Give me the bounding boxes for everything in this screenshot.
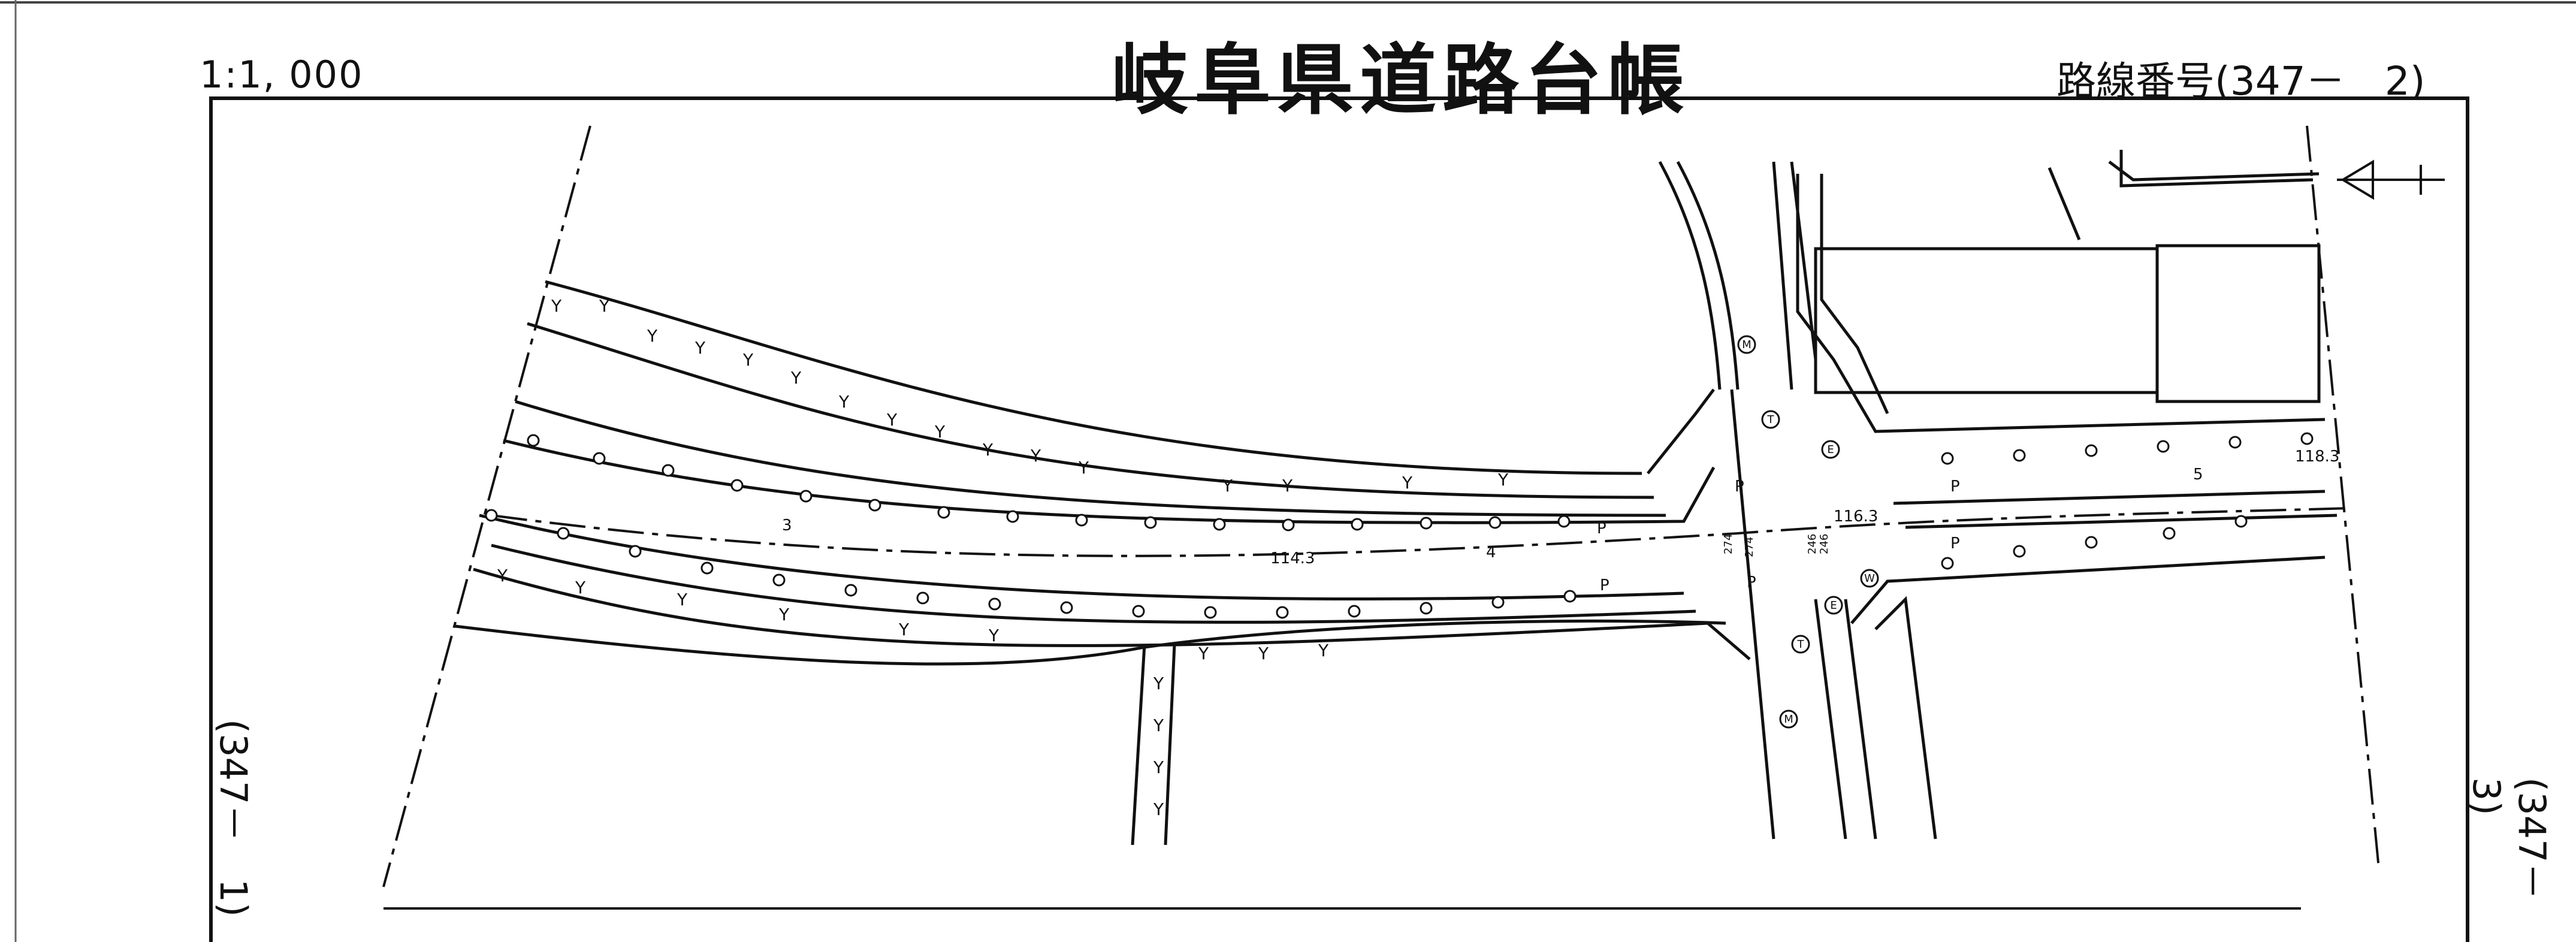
elevation-label: 116.3 (1834, 508, 1878, 526)
svg-text:Y: Y (988, 626, 999, 645)
manhole-icon (1779, 709, 1798, 729)
svg-text:T: T (1767, 413, 1775, 426)
svg-text:W: W (1864, 572, 1875, 585)
north-arrow-icon (2337, 159, 2445, 200)
pole-label: P (1597, 520, 1606, 538)
svg-text:Y: Y (1153, 674, 1164, 693)
water-icon (1860, 569, 1879, 588)
svg-text:Y: Y (677, 590, 688, 609)
svg-text:Y: Y (1030, 446, 1041, 466)
station-label: 5 (2193, 466, 2203, 484)
pole-label: P (1600, 576, 1609, 594)
svg-text:E: E (1827, 443, 1834, 456)
svg-text:M: M (1742, 339, 1751, 351)
manhole-icon (1737, 335, 1756, 354)
svg-text:Y: Y (1497, 470, 1509, 490)
edge-markers (485, 432, 2314, 619)
svg-text:Y: Y (1153, 757, 1164, 777)
electric-icon (1821, 440, 1840, 459)
scale-label: 1:1, 000 (200, 53, 364, 96)
pole-label: P (1747, 573, 1756, 591)
svg-text:Y: Y (1222, 476, 1233, 496)
svg-text:Y: Y (1282, 476, 1293, 496)
offset-label: 246 (1818, 534, 1831, 554)
svg-text:Y: Y (934, 422, 946, 442)
road-centerline (491, 507, 2349, 557)
page-title: 岐阜県道路台帳 (1112, 36, 1691, 125)
svg-text:T: T (1797, 638, 1805, 651)
station-label: 3 (782, 517, 792, 535)
svg-text:Y: Y (694, 338, 706, 358)
svg-text:Y: Y (898, 620, 910, 639)
pole-label: P (1950, 478, 1960, 496)
svg-text:Y: Y (497, 566, 508, 585)
svg-text:Y: Y (838, 392, 850, 412)
svg-text:M: M (1784, 713, 1793, 726)
elevation-label: 118.3 (2295, 448, 2339, 466)
svg-text:Y: Y (1258, 644, 1269, 663)
svg-text:Y: Y (778, 605, 790, 624)
svg-text:Y: Y (982, 440, 993, 460)
offset-label: 274 (1722, 534, 1735, 554)
svg-text:Y: Y (1153, 799, 1164, 819)
tree-symbols: Y Y Y Y Y Y Y Y Y Y Y Y Y Y Y Y Y Y Y Y … (497, 296, 1509, 819)
svg-text:Y: Y (575, 578, 586, 597)
pole-label: P (1735, 478, 1744, 496)
offset-label: 246 (1806, 534, 1819, 554)
svg-text:Y: Y (1153, 715, 1164, 735)
boundary-line-left (382, 125, 591, 887)
electric-icon (1824, 596, 1843, 615)
svg-text:E: E (1830, 599, 1837, 612)
svg-text:Y: Y (1198, 644, 1209, 663)
offset-label: 274 (1743, 537, 1756, 557)
svg-text:Y: Y (742, 350, 754, 370)
svg-text:Y: Y (886, 410, 898, 430)
elevation-label: 114.3 (1270, 550, 1315, 567)
svg-text:Y: Y (551, 296, 562, 316)
svg-text:Y: Y (790, 368, 802, 388)
map-frame (209, 96, 2469, 942)
svg-text:Y: Y (599, 296, 610, 316)
telephone-icon (1791, 635, 1810, 654)
station-label: 4 (1486, 544, 1496, 561)
boundary-line-right (2306, 125, 2380, 869)
svg-text:Y: Y (1402, 473, 1413, 493)
svg-text:Y: Y (1078, 458, 1089, 478)
svg-text:Y: Y (1318, 641, 1329, 660)
svg-text:Y: Y (647, 326, 658, 346)
pole-label: P (1950, 535, 1960, 552)
telephone-icon (1761, 410, 1780, 429)
